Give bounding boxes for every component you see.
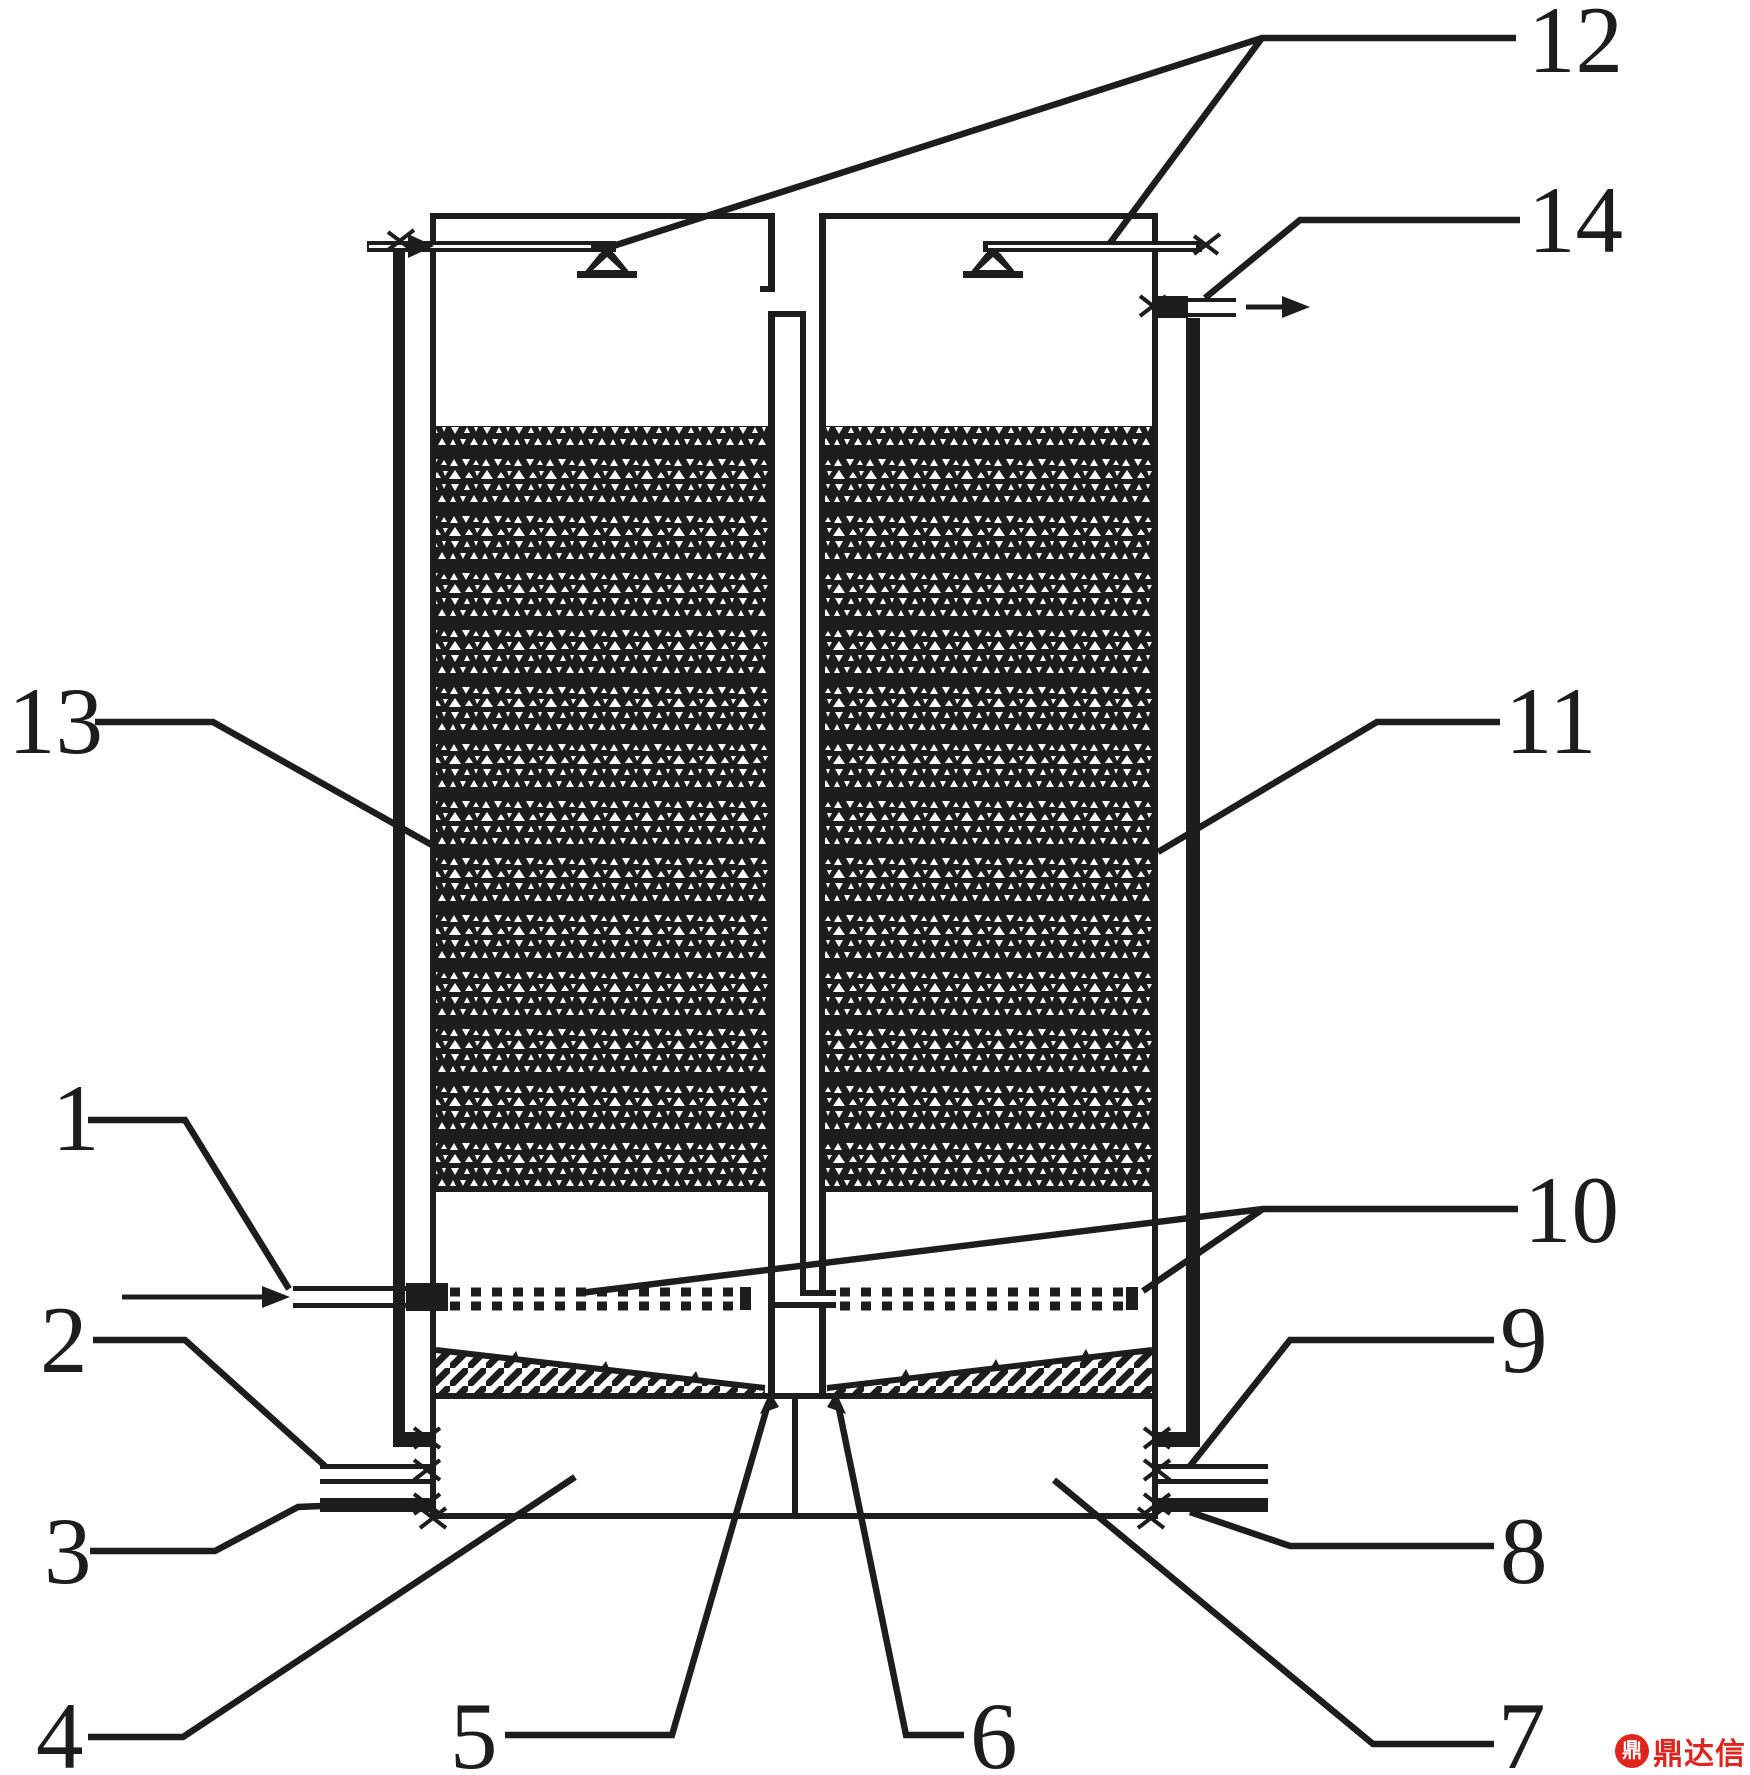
- label-10: 10: [1524, 1157, 1619, 1263]
- spray-header-left-core: [369, 245, 591, 248]
- vessel-wall-left: [430, 213, 436, 1519]
- leader-10-right: [1141, 1206, 1265, 1294]
- label-4: 4: [36, 1683, 84, 1775]
- downcomer-right-wall: [800, 317, 806, 1292]
- central-duct-left-wall-upper: [768, 213, 775, 292]
- leader-9: [1187, 1336, 1494, 1469]
- inlet-pipe-top: [293, 1286, 430, 1291]
- label-1: 1: [52, 1065, 100, 1171]
- perforated-pipe-right-endcap: [1126, 1287, 1138, 1310]
- vessel-roof-right: [824, 213, 1157, 219]
- right-riser-foot: [1158, 1432, 1200, 1447]
- label-7: 7: [1498, 1683, 1546, 1775]
- label-2: 2: [40, 1287, 88, 1393]
- right-riser-pipe: [1186, 318, 1200, 1447]
- label-9: 9: [1500, 1287, 1548, 1393]
- junction-feather-marks: [386, 228, 1222, 1530]
- downcomer-cap: [768, 311, 806, 317]
- spray-header-right-core: [988, 245, 1196, 248]
- label-14: 14: [1528, 167, 1623, 273]
- label-8: 8: [1500, 1498, 1548, 1604]
- vessel-roof-left: [432, 213, 769, 219]
- outlet-flow-arrow: [1246, 296, 1310, 318]
- leader-1: [88, 1116, 292, 1291]
- watermark-logo-icon: 鼎: [1615, 1734, 1649, 1768]
- label-3: 3: [44, 1498, 92, 1604]
- spray-nozzle-right-icon: [963, 252, 1023, 278]
- sludge-surface-spikes: [510, 1349, 1090, 1381]
- central-duct-left-wall-lower: [768, 311, 775, 1393]
- leader-7: [1051, 1477, 1494, 1748]
- drain-stub-3: [320, 1498, 430, 1512]
- central-duct-weir-notch: [760, 286, 769, 292]
- leader-3: [90, 1501, 346, 1555]
- central-duct-right-wall-upper: [819, 213, 826, 1290]
- support-plate: [430, 1393, 1158, 1399]
- leader-11: [1156, 718, 1500, 855]
- leader-5-arrow-tip: [760, 1392, 779, 1414]
- filter-media-left: [436, 426, 768, 1192]
- watermark-text: 鼎达信: [1653, 1738, 1746, 1771]
- drain-stub-2-top: [320, 1464, 430, 1469]
- leader-5: [505, 1403, 772, 1739]
- watermark: 鼎 鼎达信: [1615, 1729, 1746, 1773]
- spray-nozzle-left-icon: [577, 252, 637, 278]
- outlet-stub-top: [1186, 298, 1236, 302]
- downcomer-elbow-bottom: [768, 1302, 836, 1308]
- leader-6: [834, 1403, 964, 1739]
- label-13: 13: [8, 668, 103, 774]
- inlet-pipe-bottom: [293, 1303, 430, 1308]
- leader-10-left: [579, 1205, 1518, 1297]
- leader-12-right: [1107, 36, 1265, 245]
- label-6: 6: [970, 1683, 1018, 1775]
- label-11: 11: [1505, 668, 1596, 774]
- inlet-flow-arrow: [122, 1286, 290, 1308]
- leader-14: [1202, 216, 1520, 301]
- sludge-wedge-right-surface: [826, 1347, 1153, 1391]
- vessel-wall-right: [1152, 213, 1158, 1519]
- leader-8: [1188, 1508, 1494, 1550]
- drain-stub-8: [1158, 1498, 1268, 1512]
- leader-13: [95, 718, 434, 848]
- outlet-stub-bottom: [1186, 313, 1236, 317]
- drain-stub-9-top: [1158, 1464, 1268, 1469]
- label-5: 5: [450, 1683, 498, 1775]
- downcomer-elbow-top: [800, 1290, 836, 1296]
- perforated-pipe-left-endcap: [740, 1287, 751, 1310]
- inlet-wall-block: [406, 1283, 448, 1311]
- central-duct-right-wall-lower: [819, 1308, 826, 1393]
- left-riser-pipe: [393, 241, 405, 1447]
- vessel-bottom: [430, 1513, 1158, 1519]
- drain-stub-2-bottom: [320, 1479, 430, 1484]
- label-12: 12: [1528, 0, 1623, 93]
- leader-4: [88, 1474, 577, 1741]
- drain-stub-9-bottom: [1158, 1479, 1268, 1484]
- leader-2: [93, 1336, 328, 1469]
- leader-6-arrow-tip: [827, 1392, 846, 1414]
- bottom-chamber-divider: [792, 1399, 798, 1513]
- spray-flow-arrow-icon: [408, 234, 434, 258]
- filter-media-right: [825, 426, 1152, 1192]
